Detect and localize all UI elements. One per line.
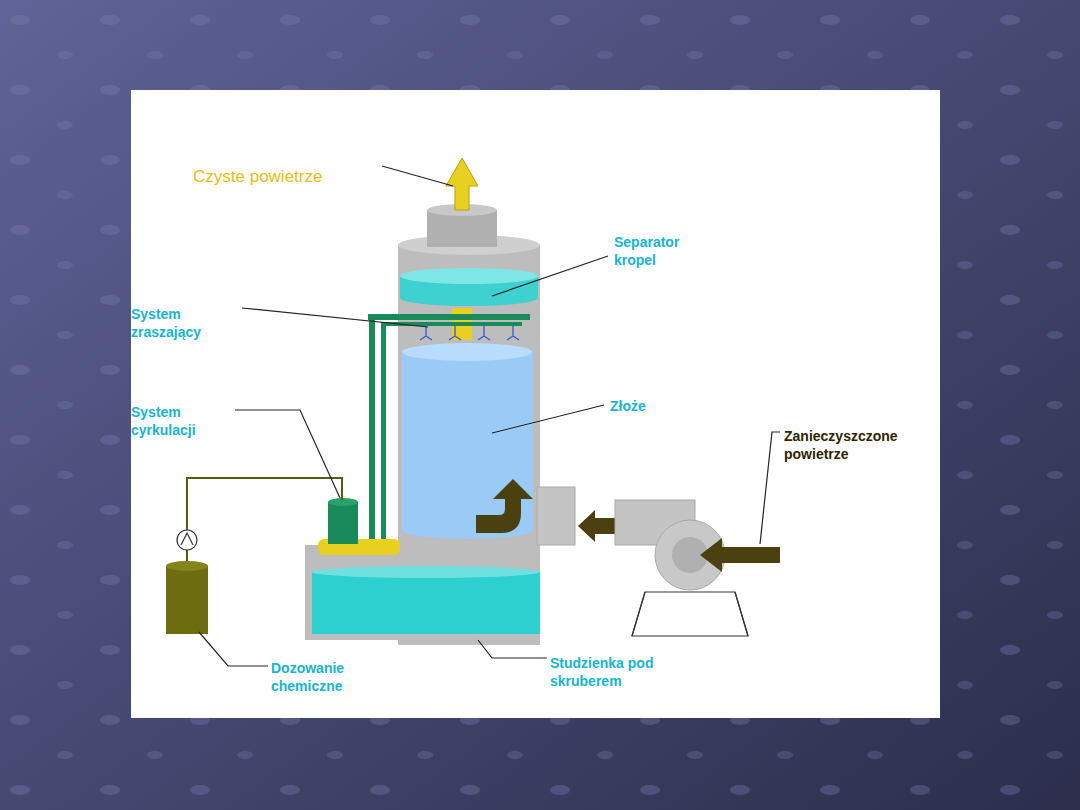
part-label: Studzienka pod skruberem [550,655,680,690]
part-label: Złoże [610,398,680,416]
sump-liquid [312,572,540,634]
polluted-air-arrow [700,538,780,572]
inlet-duct [537,487,575,545]
part-label: System zraszający [131,306,231,341]
fan-stand [632,592,748,636]
circulation-pipe [381,322,386,548]
circulation-pipe [369,316,375,548]
bed-top [402,343,532,361]
separator-bottom [400,290,538,306]
inlet-arrow [578,510,617,542]
dosing-pump [177,530,197,550]
dosing-tank [166,566,208,634]
sump-housing [305,545,540,640]
white-panel [131,90,940,718]
spray-nozzles [420,326,519,340]
sump-liquid-surface [312,566,540,578]
dosing-pump-symbol [181,533,193,545]
gas-flow-arrow [476,479,533,533]
leader-lines [199,166,780,666]
dosing-tank-top [166,561,208,571]
part-label: Czyste powietrze [193,166,383,187]
spray-header [368,314,530,320]
part-label: Separator kropel [614,234,704,269]
dosing-line [187,478,342,561]
circulation-pump [328,502,358,544]
part-label: System cyrkulacji [131,404,231,439]
part-label: Dozowanie chemiczne [271,660,371,695]
part-label: Zanieczyszczone powietrze [784,428,924,463]
separator-top [400,268,538,284]
clean-air-arrow [446,158,478,210]
